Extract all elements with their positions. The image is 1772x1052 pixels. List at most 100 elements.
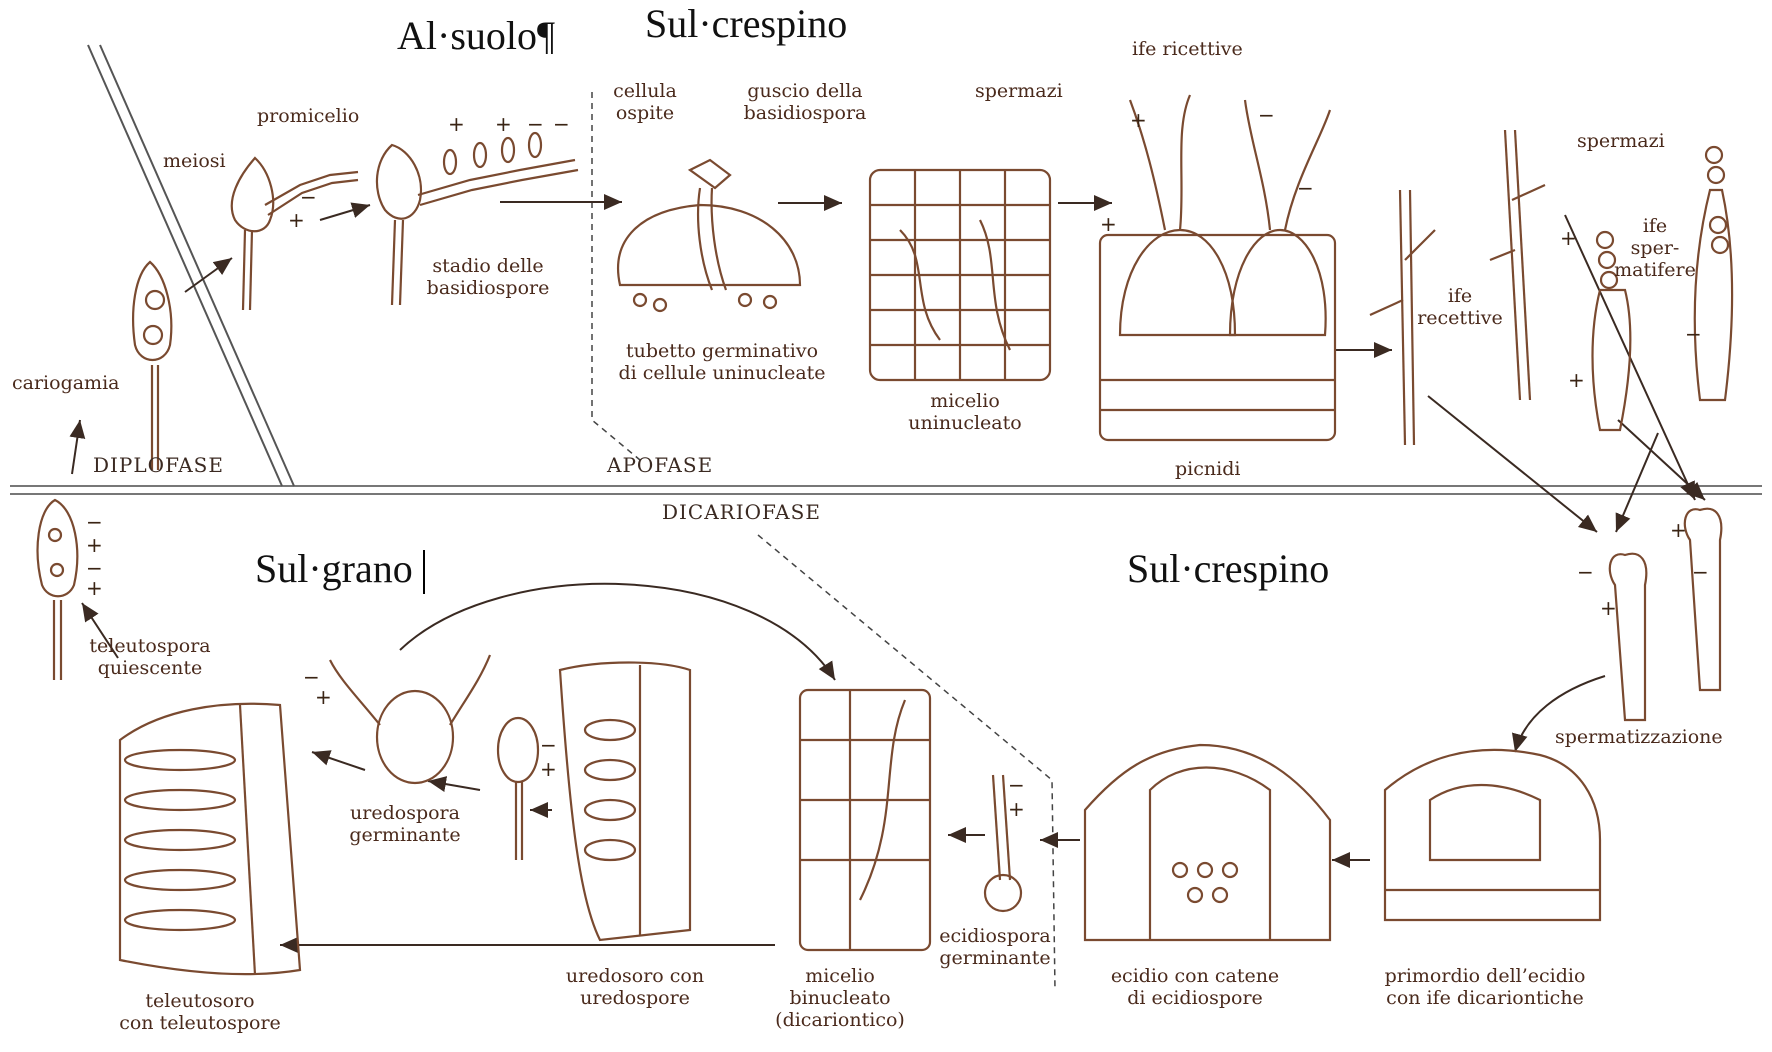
phase-diplofase: DIPLOFASE: [93, 453, 224, 477]
label-ife-recettive: ife recettive: [1405, 285, 1515, 329]
label-micelio-binucleato: micelio binucleato (dicariontico): [770, 965, 910, 1031]
promicelio-illustration: [232, 158, 358, 310]
label-spermatizzazione: spermatizzazione: [1555, 726, 1723, 748]
label-tubetto-germinativo: tubetto germinativo di cellule uninuclea…: [597, 340, 847, 384]
label-line: germinante: [925, 947, 1065, 969]
label-line: ospite: [595, 102, 695, 124]
label-guscio-basidiospora: guscio della basidiospora: [730, 80, 880, 124]
teleutosoro-illustration: [120, 704, 300, 975]
plus-sign: +: [86, 533, 103, 557]
phase-dicariofase: DICARIOFASE: [662, 500, 821, 524]
label-line: primordio dell’ecidio: [1355, 965, 1615, 987]
minus-sign: −: [1692, 560, 1709, 584]
primordio-illustration: [1385, 750, 1600, 920]
label-uredospora-germinante: uredospora germinante: [330, 802, 480, 846]
plus-sign: +: [448, 112, 465, 136]
plus-sign: +: [315, 685, 332, 709]
label-cariogamia: cariogamia: [12, 372, 119, 394]
label-line: stadio delle: [418, 255, 558, 277]
minus-sign: −: [1685, 322, 1702, 346]
plus-sign: +: [495, 112, 512, 136]
label-ife-ricettive: ife ricettive: [1132, 38, 1243, 60]
label-line: uredospora: [330, 802, 480, 824]
ecidio-illustration: [1085, 745, 1330, 940]
label-primordio-ecidio: primordio dell’ecidio con ife dicarionti…: [1355, 965, 1615, 1009]
label-line: quiescente: [75, 657, 225, 679]
label-line: matifere: [1605, 259, 1705, 281]
label-ecidiospora-germinante: ecidiospora germinante: [925, 925, 1065, 969]
label-promicelio: promicelio: [257, 105, 359, 127]
label-micelio-uninucleato: micelio uninucleato: [900, 390, 1030, 434]
uninucleate-mycelium-illustration: [870, 170, 1050, 380]
label-line: tubetto germinativo: [597, 340, 847, 362]
label-stadio-basidiospore: stadio delle basidiospore: [418, 255, 558, 299]
minus-sign: −: [540, 733, 557, 757]
label-line: con teleutospore: [105, 1012, 295, 1034]
label-line: ife: [1405, 285, 1515, 307]
spermatization-illustration: [1610, 509, 1722, 720]
label-line: uninucleato: [900, 412, 1030, 434]
label-line: cellula: [595, 80, 695, 102]
dicariofase-boundary: [758, 535, 1055, 990]
label-line: uredosoro con: [545, 965, 725, 987]
apofase-boundary: [592, 92, 640, 460]
plus-sign: +: [1100, 212, 1117, 236]
label-line: basidiospore: [418, 277, 558, 299]
binucleate-mycelium-illustration: [800, 690, 930, 950]
heading-sul-grano: Sul·grano: [255, 545, 413, 592]
label-line: teleutosoro: [105, 990, 295, 1012]
plus-sign: +: [86, 576, 103, 600]
plus-sign: +: [288, 208, 305, 232]
text-cursor: [423, 550, 425, 594]
label-ife-spermatifere: ife sper- matifere: [1605, 215, 1705, 281]
label-teleutospora-quiescente: teleutospora quiescente: [75, 635, 225, 679]
minus-sign: −: [527, 112, 544, 136]
phase-divider: [10, 486, 1762, 494]
label-cellula-ospite: cellula ospite: [595, 80, 695, 124]
picnidi-illustration: [1100, 95, 1335, 440]
label-uredosoro: uredosoro con uredospore: [545, 965, 725, 1009]
label-line: ecidio con catene: [1085, 965, 1305, 987]
teleutospora-illustration: [38, 500, 78, 680]
label-line: binucleato: [770, 987, 910, 1009]
label-line: guscio della: [730, 80, 880, 102]
label-ecidio: ecidio con catene di ecidiospore: [1085, 965, 1305, 1009]
label-line: teleutospora: [75, 635, 225, 657]
minus-sign: −: [1008, 773, 1025, 797]
minus-sign: −: [86, 510, 103, 534]
label-line: con ife dicariontiche: [1355, 987, 1615, 1009]
label-line: di cellule uninucleate: [597, 362, 847, 384]
minus-sign: −: [300, 185, 317, 209]
label-line: ecidiospora: [925, 925, 1065, 947]
label-spermazi-top: spermazi: [975, 80, 1063, 102]
label-line: basidiospora: [730, 102, 880, 124]
plus-sign: +: [1670, 518, 1687, 542]
label-line: recettive: [1405, 307, 1515, 329]
heading-al-suolo: Al·suolo¶: [397, 12, 555, 59]
label-line: di ecidiospore: [1085, 987, 1305, 1009]
cariogamia-spore-illustration: [133, 262, 171, 470]
label-line: uredospore: [545, 987, 725, 1009]
label-line: micelio: [900, 390, 1030, 412]
minus-sign: −: [1577, 560, 1594, 584]
label-line: micelio: [770, 965, 910, 987]
label-meiosi: meiosi: [163, 150, 226, 172]
plus-sign: +: [540, 757, 557, 781]
label-line: (dicariontico): [770, 1009, 910, 1031]
minus-sign: −: [1258, 103, 1275, 127]
host-cell-illustration: [618, 160, 800, 311]
plus-sign: +: [1130, 108, 1147, 132]
phase-apofase: APOFASE: [607, 453, 713, 477]
minus-sign: −: [1297, 176, 1314, 200]
heading-sul-crespino-bottom: Sul·crespino: [1127, 545, 1329, 592]
plus-sign: +: [1008, 797, 1025, 821]
plus-sign: +: [1560, 226, 1577, 250]
label-line: germinante: [330, 824, 480, 846]
plus-sign: +: [1600, 596, 1617, 620]
label-picnidi: picnidi: [1175, 458, 1240, 480]
label-line: sper-: [1605, 237, 1705, 259]
heading-sul-crespino-top: Sul·crespino: [645, 0, 847, 47]
minus-sign: −: [553, 112, 570, 136]
